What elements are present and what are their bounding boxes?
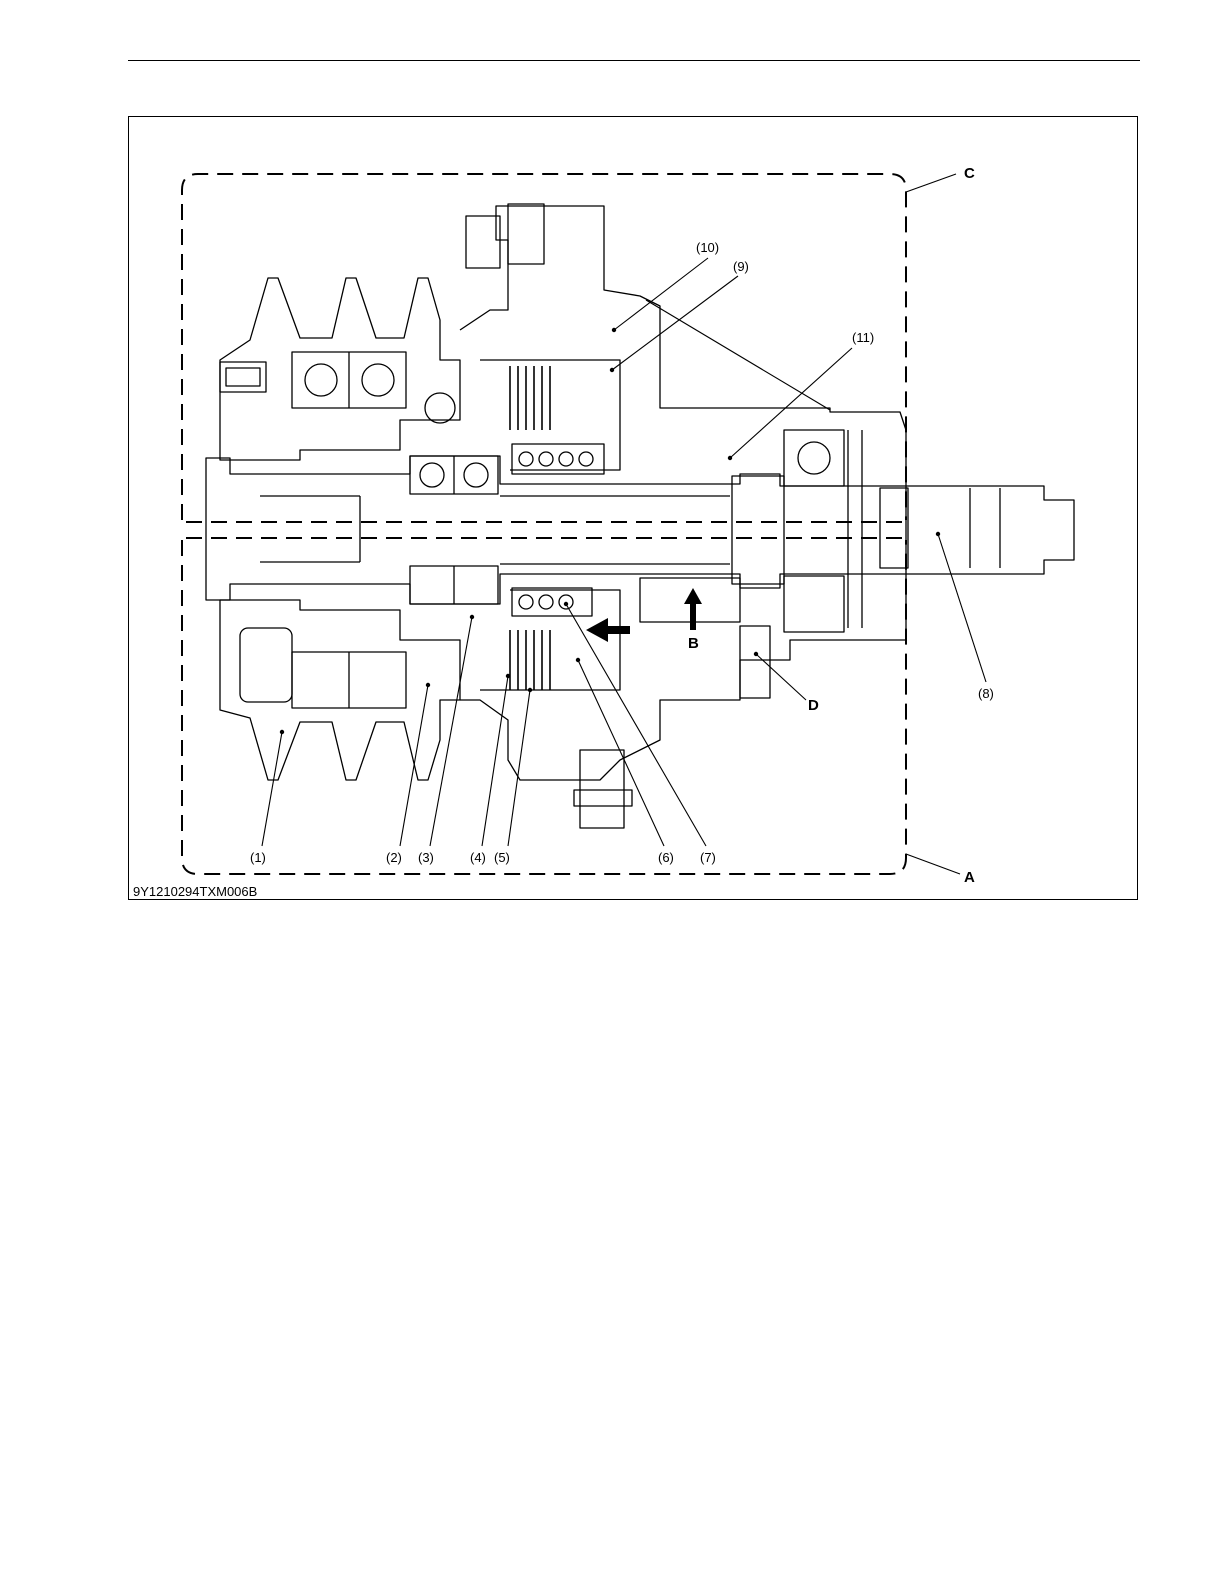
label-part-4: (4) — [470, 850, 486, 865]
pulley-outline — [220, 278, 460, 780]
label-part-1: (1) — [250, 850, 266, 865]
bolts — [466, 204, 632, 828]
leader-dots — [280, 328, 940, 734]
label-part-5: (5) — [494, 850, 510, 865]
label-part-3: (3) — [418, 850, 434, 865]
flow-arrow-left — [586, 618, 630, 642]
right-bearings — [784, 430, 862, 632]
pulley-bearings — [240, 352, 406, 708]
housing — [460, 206, 906, 780]
label-part-8: (8) — [978, 686, 994, 701]
flow-arrow-up-b — [684, 588, 702, 630]
label-A: A — [964, 869, 975, 886]
clutch-plates — [510, 366, 550, 690]
center-bearings — [410, 393, 498, 604]
label-part-10: (10) — [696, 240, 719, 255]
label-B: B — [688, 635, 699, 652]
label-part-7: (7) — [700, 850, 716, 865]
dashed-boundary — [182, 174, 906, 874]
label-part-6: (6) — [658, 850, 674, 865]
label-C: C — [964, 165, 975, 182]
label-part-11: (11) — [852, 330, 874, 345]
label-D: D — [808, 697, 819, 714]
label-part-2: (2) — [386, 850, 402, 865]
figure-code: 9Y1210294TXM006B — [133, 884, 257, 899]
label-part-9: (9) — [733, 259, 749, 274]
